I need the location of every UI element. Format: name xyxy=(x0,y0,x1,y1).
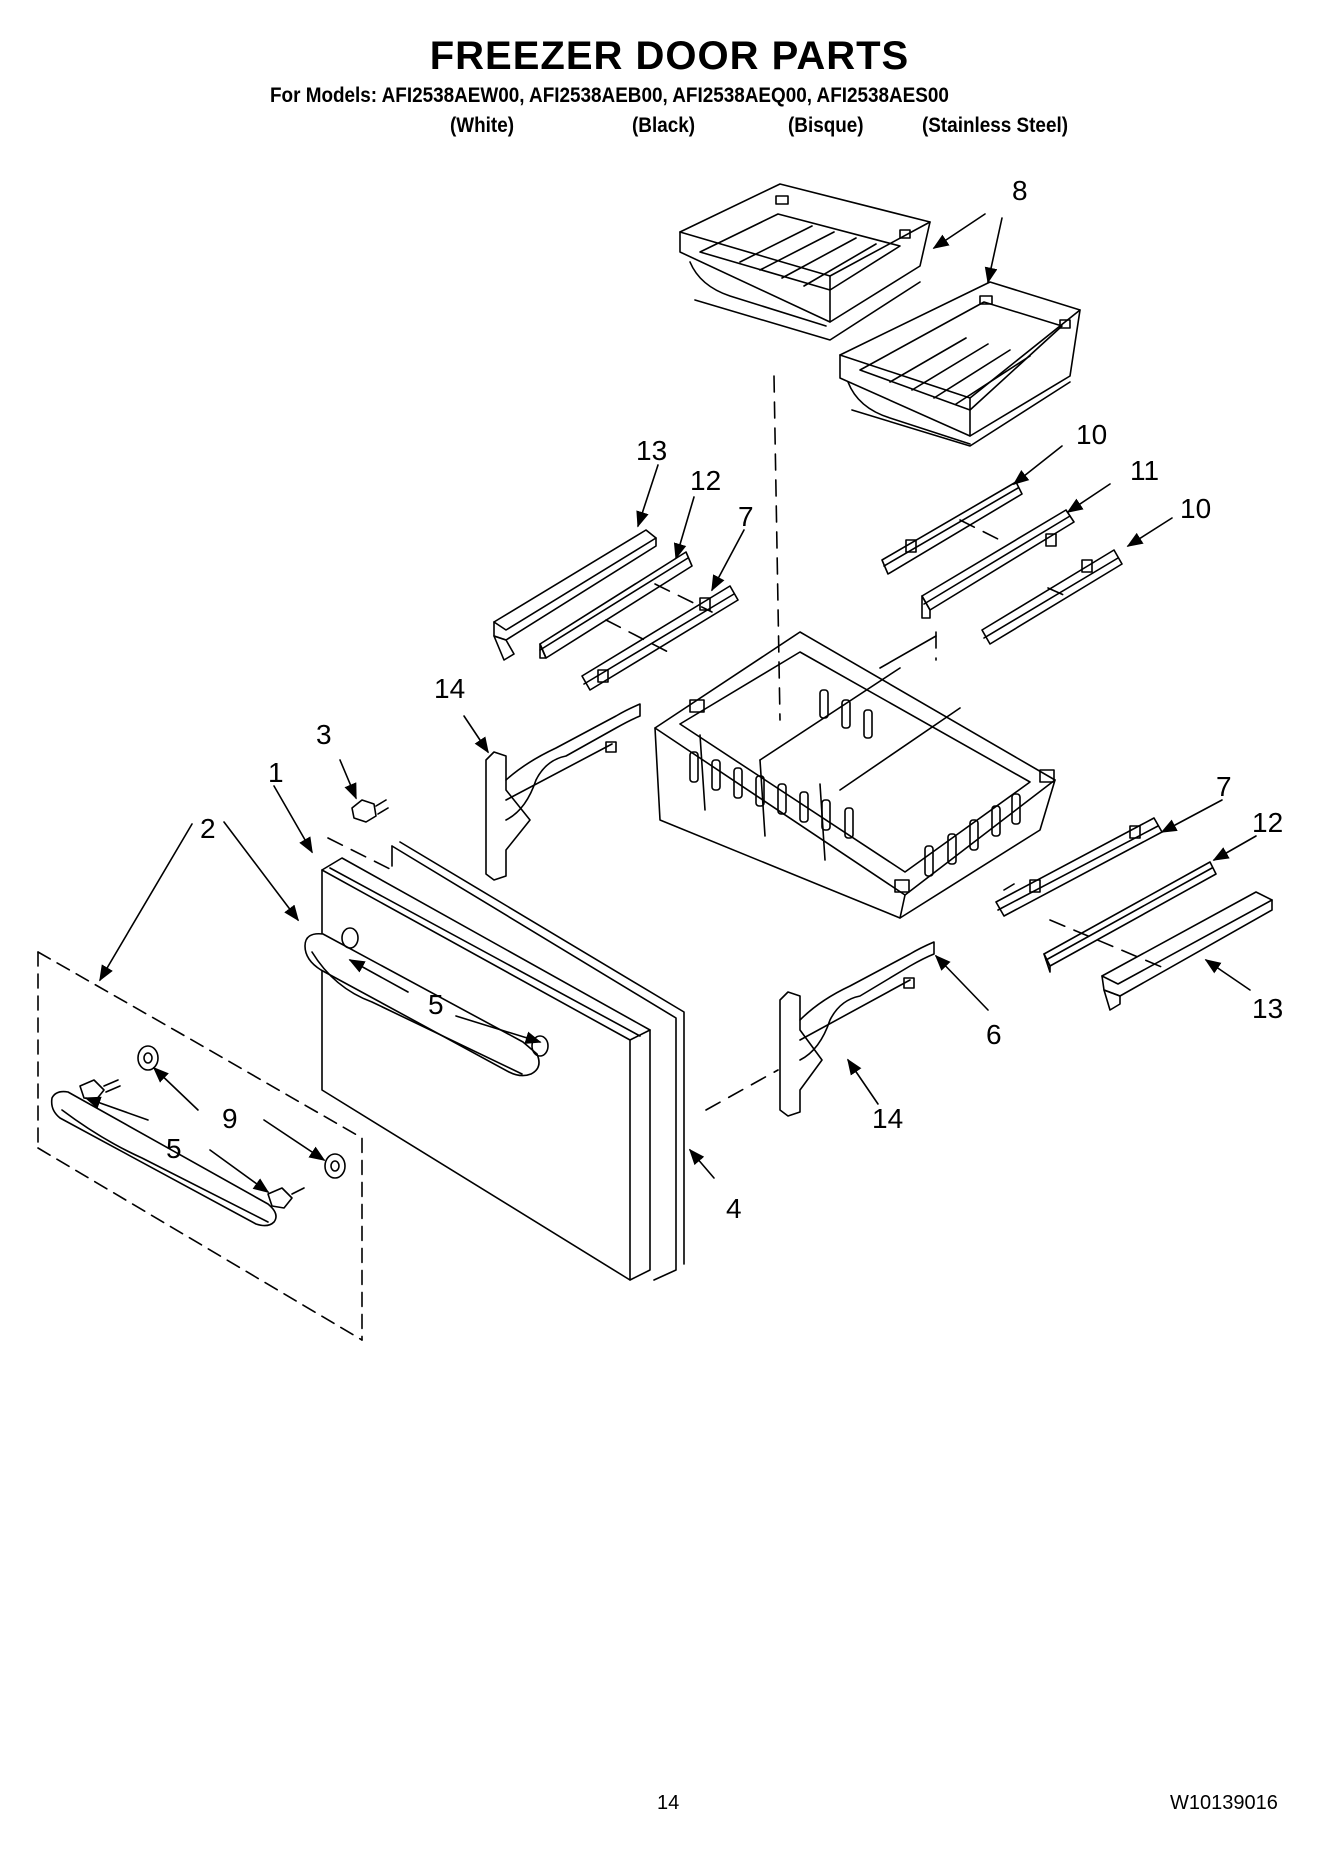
spacer-left xyxy=(138,1046,158,1070)
upper-basket-right xyxy=(840,282,1080,446)
leader-arrows xyxy=(84,213,1257,1193)
callout-10-lower: 10 xyxy=(1180,493,1211,524)
freezer-basket xyxy=(655,632,1055,918)
variant-stainless-steel: (Stainless Steel) xyxy=(922,114,1069,137)
callout-1: 1 xyxy=(268,757,284,788)
callout-8: 8 xyxy=(1012,175,1028,206)
screw-right-lower xyxy=(268,1188,304,1208)
page-title: FREEZER DOOR PARTS xyxy=(429,34,910,78)
callout-numbers: 1 2 3 4 5 5 5 6 7 7 8 9 10 10 11 12 12 1… xyxy=(166,175,1283,1224)
variant-black: (Black) xyxy=(632,114,696,137)
callout-12-lower: 12 xyxy=(1252,807,1283,838)
callout-2: 2 xyxy=(200,813,216,844)
callout-11: 11 xyxy=(1130,455,1159,486)
handle-kit xyxy=(52,1046,345,1226)
models-line: For Models: AFI2538AEW00, AFI2538AEB00, … xyxy=(270,84,949,107)
slide-rail-12-upper xyxy=(540,552,692,658)
callout-4: 4 xyxy=(726,1193,742,1224)
callout-10-upper: 10 xyxy=(1076,419,1107,450)
callout-5-lower: 5 xyxy=(166,1133,182,1164)
screw-part-3 xyxy=(352,800,388,822)
callout-6: 6 xyxy=(986,1019,1002,1050)
freezer-door xyxy=(322,842,684,1280)
bracket-14-lower xyxy=(780,942,934,1116)
handle-kit-dashed-box xyxy=(38,952,362,1340)
slide-rail-11 xyxy=(922,510,1074,618)
document-id: W10139016 xyxy=(1170,1792,1278,1814)
slide-7-upper xyxy=(582,586,738,690)
slide-cover-13-upper xyxy=(494,530,656,660)
spacer-right xyxy=(325,1154,345,1178)
bracket-14-upper xyxy=(486,704,640,880)
slide-cover-13-lower xyxy=(1102,892,1272,1010)
callout-14-lower: 14 xyxy=(872,1103,903,1134)
variant-bisque: (Bisque) xyxy=(788,114,864,137)
upper-basket-left xyxy=(680,184,930,340)
slide-10-upper xyxy=(882,482,1022,574)
callout-7-upper: 7 xyxy=(738,501,754,532)
callout-14-upper: 14 xyxy=(434,673,465,704)
screw-left-lower xyxy=(80,1080,120,1100)
callout-13-lower: 13 xyxy=(1252,993,1283,1024)
basket-slots xyxy=(690,690,1020,876)
basket-to-rail-link xyxy=(879,635,937,669)
alignment-lines xyxy=(327,375,1165,1111)
slide-rail-12-lower xyxy=(1044,862,1216,972)
callout-12-upper: 12 xyxy=(690,465,721,496)
slide-10-lower xyxy=(982,550,1122,644)
callout-7-lower: 7 xyxy=(1216,771,1232,802)
slide-7-lower xyxy=(996,818,1162,916)
callout-3: 3 xyxy=(316,719,332,750)
variant-white: (White) xyxy=(450,114,515,137)
callout-5-upper: 5 xyxy=(428,989,444,1020)
callout-9: 9 xyxy=(222,1103,238,1134)
callout-13-upper: 13 xyxy=(636,435,667,466)
page-number: 14 xyxy=(657,1792,680,1814)
callout-5-lower-dup: 5 xyxy=(166,1133,182,1164)
